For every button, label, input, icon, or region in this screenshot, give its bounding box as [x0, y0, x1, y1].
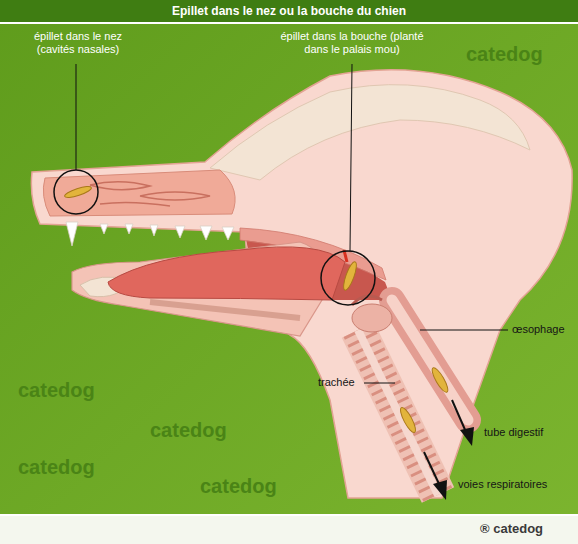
callout-label: épillet dans la bouche (planté dans le p… — [276, 30, 428, 56]
part-label: tube digestif — [484, 426, 543, 439]
part-label: voies respiratoires — [458, 478, 547, 491]
callout-label: épillet dans le nez (cavités nasales) — [16, 30, 140, 56]
diagram-title: Epillet dans le nez ou la bouche du chie… — [0, 4, 578, 18]
watermark: catedog — [18, 455, 95, 479]
part-label: œsophage — [512, 323, 565, 336]
watermark: catedog — [150, 418, 227, 442]
watermark: catedog — [466, 42, 543, 66]
part-label: trachée — [318, 376, 355, 389]
watermark: catedog — [200, 474, 277, 498]
logo-text: ® catedog — [480, 521, 543, 537]
watermark: catedog — [18, 378, 95, 402]
